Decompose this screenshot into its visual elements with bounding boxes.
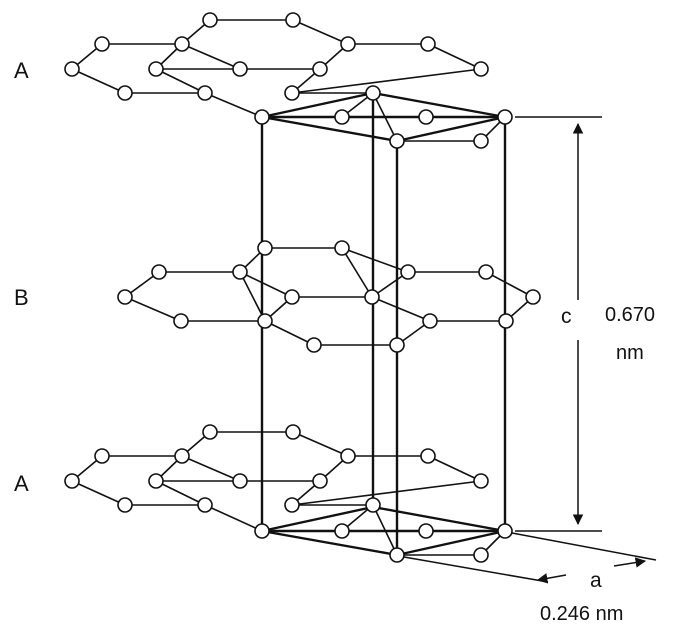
layer-a-bottom-carbon-atom	[197, 497, 213, 513]
layer-a-top-carbon-atom	[148, 61, 164, 77]
c-axis-unit: nm	[616, 342, 644, 364]
layer-a-bottom-carbon-atom	[418, 523, 434, 539]
layer-b-bond	[371, 296, 431, 322]
layer-b-carbon-atom	[422, 313, 438, 329]
layer-a-bottom-carbon-atom	[117, 497, 133, 513]
layer-a-bottom-bond	[204, 504, 263, 532]
c-axis-symbol: c	[561, 305, 572, 328]
layer-b-carbon-atom	[478, 264, 494, 280]
layer-b-carbon-atom	[334, 240, 350, 256]
layer-a-bottom-carbon-atom	[473, 473, 489, 489]
layer-b-carbon-atom	[400, 264, 416, 280]
bond-lines	[71, 19, 534, 556]
layer-a-top-carbon-atom	[174, 36, 190, 52]
layer-a-bottom-carbon-atom	[473, 547, 489, 563]
layer-b-carbon-atom	[151, 264, 167, 280]
layer-a-top-carbon-atom	[285, 12, 301, 28]
layer-a-bottom-bond	[155, 480, 206, 506]
layer-b-carbon-atom	[173, 313, 189, 329]
layer-a-top-carbon-atom	[64, 61, 80, 77]
layer-a-bottom-carbon-atom	[284, 497, 300, 513]
layer-a-top-carbon-atom	[418, 109, 434, 125]
layer-label-top-a: A	[14, 58, 29, 83]
layer-a-top-carbon-atom	[473, 61, 489, 77]
unit-cell-outline	[260, 91, 507, 557]
layer-a-bottom-carbon-atom	[365, 497, 381, 513]
layer-a-bottom-bond	[71, 480, 126, 506]
layer-a-bottom-carbon-atom	[232, 473, 248, 489]
layer-b-carbon-atom	[257, 240, 273, 256]
a-axis-extension-right	[511, 532, 657, 561]
layer-a-bottom-carbon-atom	[340, 448, 356, 464]
layer-a-top-carbon-atom	[197, 85, 213, 101]
layer-b-carbon-atom	[284, 289, 300, 305]
layer-a-top-carbon-atom	[312, 61, 328, 77]
layer-b-carbon-atom	[364, 289, 380, 305]
layer-b-carbon-atom	[257, 313, 273, 329]
layer-a-top-bond	[427, 43, 482, 70]
a-axis-symbol: a	[590, 569, 602, 592]
layer-a-top-bond	[71, 68, 126, 94]
layer-a-bottom-carbon-atom	[64, 473, 80, 489]
layer-a-bottom-carbon-atom	[94, 448, 110, 464]
layer-a-bottom-carbon-atom	[285, 424, 301, 440]
layer-b-carbon-atom	[525, 289, 541, 305]
layer-b-carbon-atom	[389, 337, 405, 353]
layer-a-top-bond	[181, 43, 241, 70]
layer-a-top-carbon-atom	[334, 109, 350, 125]
a-axis-extension-left	[403, 556, 549, 583]
layer-label-bottom-a: A	[14, 471, 29, 496]
layer-b-carbon-atom	[306, 337, 322, 353]
layer-a-bottom-carbon-atom	[334, 523, 350, 539]
layer-a-top-carbon-atom	[117, 85, 133, 101]
layer-a-top-carbon-atom	[389, 133, 405, 149]
a-axis-value: 0.246 nm	[540, 603, 624, 625]
layer-a-top-carbon-atom	[284, 85, 300, 101]
layer-b-carbon-atom	[117, 289, 133, 305]
layer-a-top-carbon-atom	[497, 109, 513, 125]
layer-a-top-carbon-atom	[232, 61, 248, 77]
layer-a-top-carbon-atom	[254, 109, 270, 125]
layer-a-bottom-bond	[427, 455, 482, 482]
layer-a-top-bond	[204, 92, 263, 118]
layer-a-top-bond	[155, 68, 206, 94]
layer-a-bottom-bond	[292, 431, 349, 457]
layer-b-bond	[264, 320, 315, 346]
layer-a-top-carbon-atom	[202, 12, 218, 28]
layer-a-bottom-carbon-atom	[420, 448, 436, 464]
a-axis-arrow-left	[536, 573, 567, 584]
layer-b-carbon-atom	[498, 313, 514, 329]
layer-a-bottom-carbon-atom	[312, 473, 328, 489]
layer-label-middle-b: B	[14, 285, 29, 310]
dimension-lines	[403, 116, 657, 584]
layer-a-bottom-carbon-atom	[202, 424, 218, 440]
layer-b-bond	[124, 296, 182, 322]
layer-a-top-carbon-atom	[420, 36, 436, 52]
a-axis-arrow-right	[613, 557, 647, 568]
layer-b-bond	[239, 271, 293, 298]
layer-a-bottom-bond	[291, 480, 482, 506]
layer-a-top-carbon-atom	[94, 36, 110, 52]
layer-a-bottom-carbon-atom	[254, 523, 270, 539]
carbon-atoms	[64, 12, 541, 563]
layer-b-bond	[341, 247, 373, 298]
layer-b-bond	[485, 271, 534, 298]
layer-a-bottom-carbon-atom	[148, 473, 164, 489]
layer-a-top-bond	[292, 19, 349, 45]
layer-a-top-bond	[291, 68, 482, 94]
layer-a-bottom-bond	[181, 455, 241, 482]
layer-a-top-carbon-atom	[365, 85, 381, 101]
layer-a-top-carbon-atom	[340, 36, 356, 52]
layer-a-top-carbon-atom	[473, 133, 489, 149]
layer-a-bottom-carbon-atom	[497, 523, 513, 539]
layer-a-bottom-carbon-atom	[174, 448, 190, 464]
layer-b-carbon-atom	[232, 264, 248, 280]
c-axis-value: 0.670	[605, 304, 656, 326]
layer-a-bottom-carbon-atom	[389, 547, 405, 563]
